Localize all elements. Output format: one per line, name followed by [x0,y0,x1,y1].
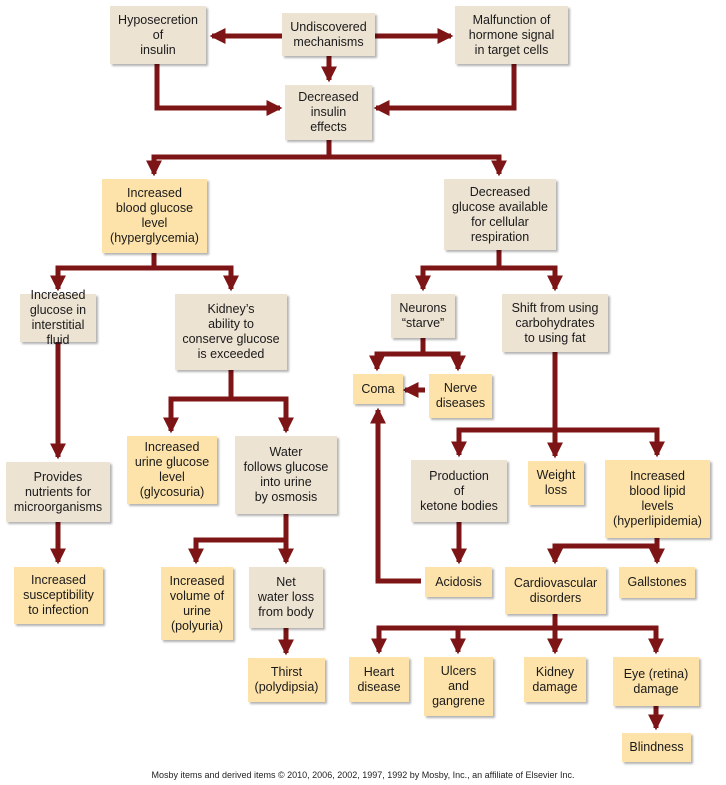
node-label: Decreased glucose available for cellular… [452,184,548,244]
node-ketone: Production of ketone bodies [411,460,507,522]
node-label: Increased urine glucose level (glycosuri… [134,440,210,499]
arrow-kidney-to-glycosuria [162,370,234,434]
node-label: Increased glucose in interstitial fluid [29,288,87,347]
node-shift: Shift from using carbohydrates to using … [502,294,608,352]
node-gallstones: Gallstones [619,567,695,598]
node-label: Heart disease [357,664,401,694]
node-label: Kidney’s ability to conserve glucose is … [182,302,280,361]
arrow-decreased-to-respiration [329,154,508,177]
node-hyperglycemia: Increased blood glucose level (hyperglyc… [102,179,207,253]
arrow-neurons-to-coma [368,338,426,372]
node-polyuria: Increased volume of urine (polyuria) [161,567,233,640]
node-label: Eye (retina) damage [623,666,689,696]
arrow-acidosis-to-coma [369,407,421,584]
arrow-cardio-to-ulcers [449,625,555,655]
node-label: Net water loss from body [257,575,315,619]
arrow-hyposecretion-to-decreased [154,64,283,117]
copyright-credit: Mosby items and derived items © 2010, 20… [151,770,575,780]
node-label: Cardiovascular disorders [513,575,598,605]
node-coma: Coma [353,374,403,404]
node-nerve: Nerve diseases [429,374,492,418]
node-label: Thirst (polydipsia) [254,665,319,694]
node-hyposecretion: Hyposecretion of insulin [110,6,206,64]
node-label: Gallstones [627,575,687,589]
node-label: Shift from using carbohydrates to using … [511,300,599,345]
node-label: Increased volume of urine (polyuria) [169,573,225,633]
node-label: Malfunction of hormone signal in target … [468,12,555,57]
arrow-kidney-to-water [231,396,295,434]
node-label: Kidney damage [532,664,578,694]
node-label: Acidosis [435,574,482,589]
node-nutrients: Provides nutrients for microorganisms [6,462,110,522]
node-label: Weight loss [536,468,576,497]
node-eye: Eye (retina) damage [613,657,699,706]
node-hyperlipidemia: Increased blood lipid levels (hyperlipid… [605,460,710,538]
node-label: Coma [361,381,395,396]
node-label: Hyposecretion of insulin [118,12,198,57]
arrow-cardio-to-eye [555,625,665,655]
arrow-neurons-to-nerve [423,351,467,372]
node-label: Ulcers and gangrene [432,664,485,708]
node-label: Nerve diseases [435,381,486,410]
node-cardiovascular: Cardiovascular disorders [505,567,606,614]
arrow-hyperglycemia-to-interstitial [49,253,157,292]
node-label: Blindness [629,740,684,754]
arrow-hyperglycemia-to-kidney [154,265,240,292]
arrow-water-to-polyuria [187,514,289,565]
node-neurons: Neurons “starve” [391,294,455,338]
arrow-decreased-to-hyperglycemia [145,140,332,177]
node-label: Production of ketone bodies [420,468,498,513]
arrow-hyperlipidemia-to-cardio [546,538,660,565]
node-label: Provides nutrients for microorganisms [13,469,103,514]
node-acidosis: Acidosis [425,567,492,597]
node-label: Water follows glucose into urine by osmo… [243,445,329,504]
node-label: Increased susceptibility to infection [23,573,94,617]
arrow-cardio-to-heart [370,614,558,655]
node-decreased-glucose: Decreased glucose available for cellular… [444,179,556,250]
node-glycosuria: Increased urine glucose level (glycosuri… [127,436,217,504]
node-weight: Weight loss [528,461,584,505]
node-undiscovered: Undiscovered mechanisms [282,13,375,56]
node-decreased-effects: Decreased insulin effects [285,85,372,140]
arrow-respiration-to-neurons [414,250,502,292]
node-water-follows: Water follows glucose into urine by osmo… [235,436,337,514]
arrow-shift-to-ketone [450,352,558,458]
node-label: Neurons “starve” [399,301,447,330]
arrow-shift-to-hyperlipidemia [555,427,666,458]
node-kidney-damage: Kidney damage [524,657,586,702]
arrow-respiration-to-shift [499,265,564,292]
node-malfunction: Malfunction of hormone signal in target … [455,6,568,64]
node-kidney-ability: Kidney’s ability to conserve glucose is … [175,294,287,370]
node-label: Undiscovered mechanisms [290,19,367,49]
node-thirst: Thirst (polydipsia) [248,658,325,702]
node-net-water: Net water loss from body [249,567,323,628]
node-susceptibility: Increased susceptibility to infection [14,567,103,624]
node-ulcers: Ulcers and gangrene [424,657,493,716]
node-blindness: Blindness [622,733,691,762]
arrow-malfunction-to-decreased [373,64,517,117]
node-label: Decreased insulin effects [298,90,359,134]
node-interstitial: Increased glucose in interstitial fluid [20,288,96,347]
node-heart: Heart disease [349,657,409,702]
node-label: Increased blood glucose level (hyperglyc… [110,186,199,245]
node-label: Increased blood lipid levels (hyperlipid… [613,469,702,528]
